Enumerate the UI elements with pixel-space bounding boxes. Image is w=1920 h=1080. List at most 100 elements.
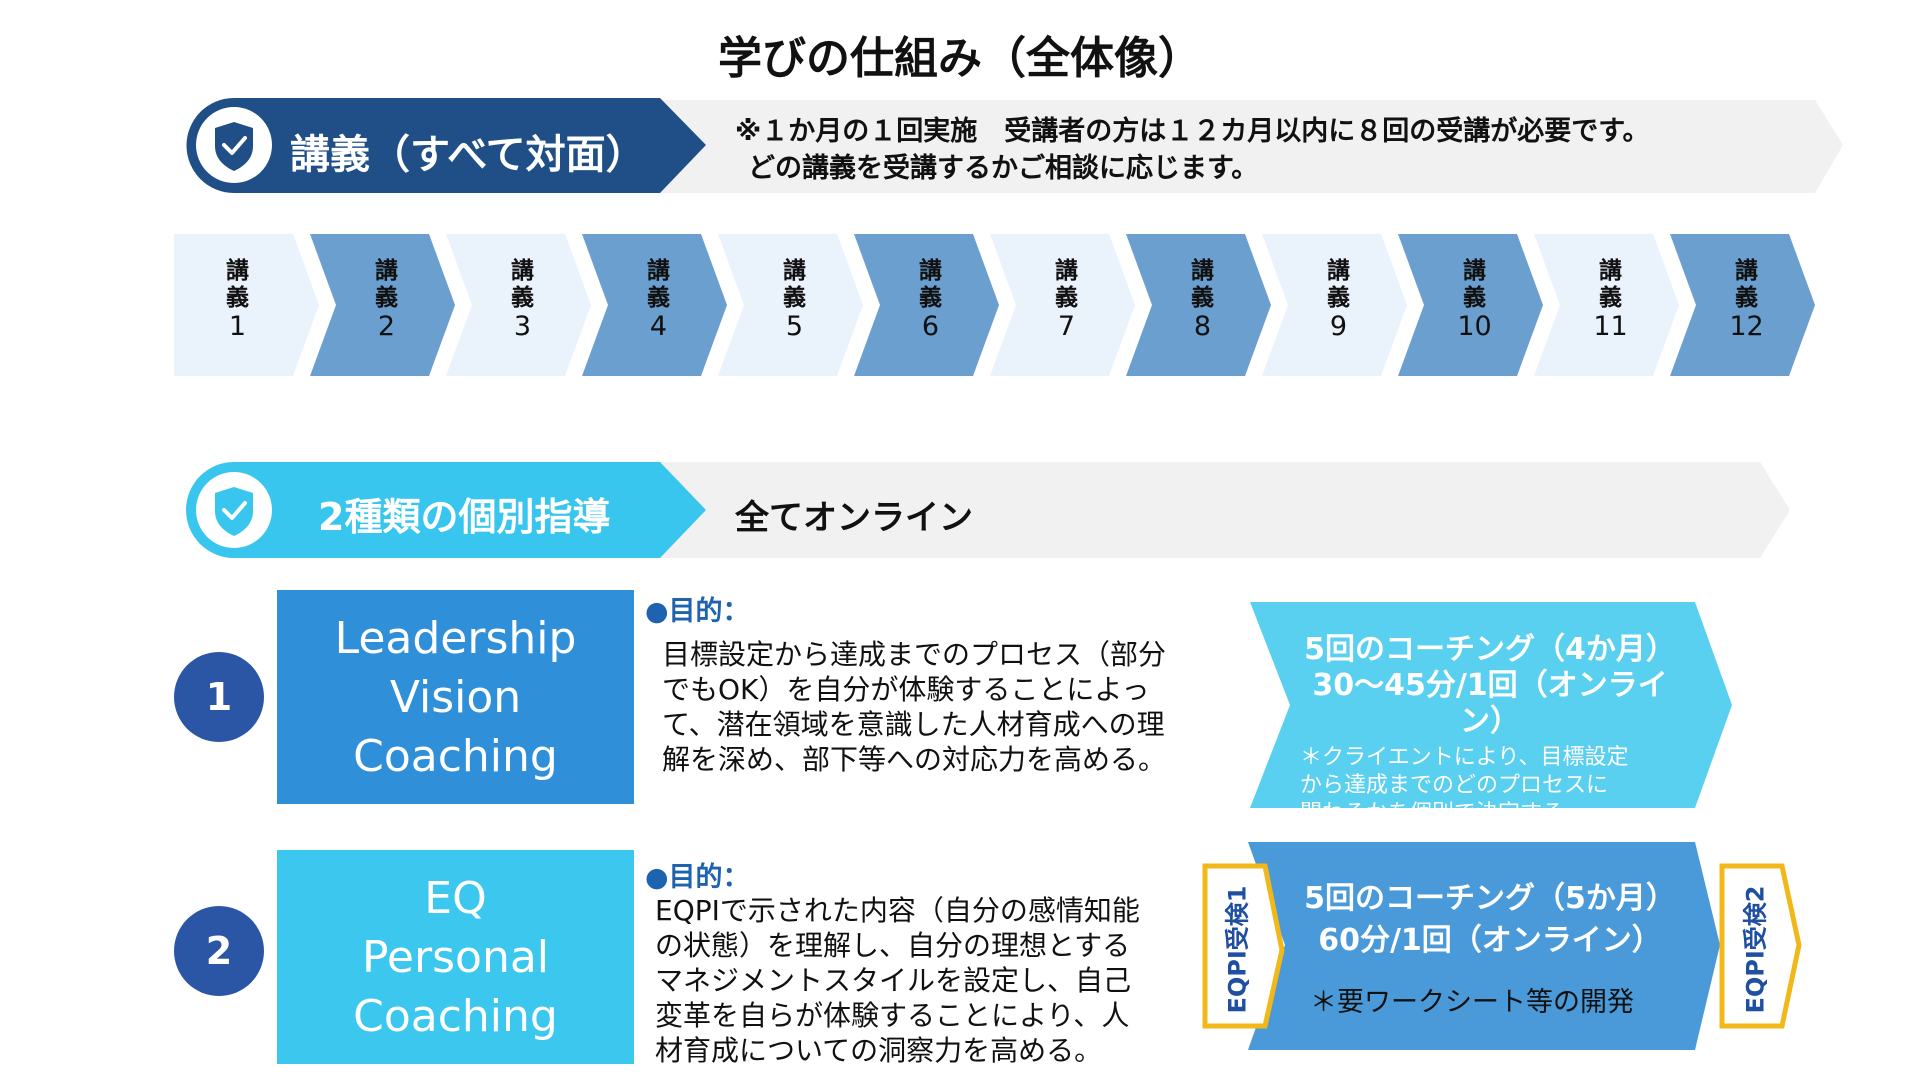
lecture-chevron — [1126, 234, 1271, 376]
program2-purpose-line: 変革を自らが体験することにより、人 — [655, 999, 1130, 1032]
lecture-chevron — [718, 234, 863, 376]
program1-arrow-sub: から達成までのどのプロセスに — [1300, 773, 1609, 798]
program2-purpose: EQPIで示された内容（自分の感情知能 の状態）を理解し、自分の理想とする マネ… — [655, 893, 1140, 1068]
lecture-kanji: 義 — [1599, 285, 1622, 311]
lecture-kanji: 講 — [375, 258, 398, 284]
lecture-kanji: 講 — [647, 258, 670, 284]
program1-name-box: Leadership Vision Coaching — [277, 590, 634, 804]
program2-purpose-heading: ●目的： — [645, 862, 750, 893]
lecture-chevron — [1670, 234, 1815, 376]
program2-name-line: Coaching — [353, 990, 558, 1042]
program1-arrow-sub: 関わるかを個別で決定する — [1300, 801, 1565, 826]
lecture-number: 8 — [1193, 311, 1212, 342]
program2-name-line: EQ — [424, 872, 487, 924]
program1-purpose-line: て、潜在領域を意識した人材育成への理 — [662, 708, 1165, 741]
program2-arrow — [1248, 842, 1720, 1050]
lecture-number: 6 — [921, 311, 940, 342]
lecture-kanji: 講 — [511, 258, 534, 284]
lecture-number: 5 — [785, 311, 804, 342]
lecture-chevron — [990, 234, 1135, 376]
lecture-kanji: 義 — [1055, 285, 1078, 311]
eqpi2-marker — [1719, 863, 1802, 1029]
coaching-note: 全てオンライン — [735, 498, 973, 538]
lecture-kanji: 講 — [1327, 258, 1350, 284]
eqpi1-marker — [1202, 863, 1285, 1029]
lecture-number: 12 — [1729, 311, 1764, 342]
lecture-chevron — [582, 234, 727, 376]
lecture-kanji: 義 — [647, 285, 670, 311]
lecture-pill — [186, 98, 706, 193]
program1-name-line: Coaching — [353, 730, 558, 782]
program1-purpose-line: 目標設定から達成までのプロセス（部分 — [662, 638, 1167, 671]
program2-number: 2 — [174, 906, 264, 996]
lecture-chevron — [310, 234, 455, 376]
eqpi2-label: EQPI受検2 — [1741, 885, 1770, 1014]
eqpi1-label: EQPI受検1 — [1223, 885, 1252, 1014]
lecture-kanji: 義 — [919, 285, 942, 311]
coaching-note-band — [560, 462, 1790, 558]
lecture-number: 7 — [1057, 311, 1076, 342]
lecture-number: 3 — [513, 311, 532, 342]
program1-number: 1 — [174, 652, 264, 742]
lecture-kanji: 義 — [375, 285, 398, 311]
lecture-kanji: 義 — [226, 285, 249, 311]
lecture-kanji: 義 — [1735, 285, 1758, 311]
lecture-section-label: 講義（すべて対面） — [290, 132, 646, 178]
check-mark — [222, 501, 247, 520]
lecture-kanji: 講 — [226, 258, 249, 284]
program1-arrow-heading: 5回のコーチング（4か月） — [1304, 632, 1676, 667]
lecture-number: 10 — [1457, 311, 1492, 342]
program1-name-line: Leadership — [334, 612, 577, 664]
lecture-kanji: 義 — [1327, 285, 1350, 311]
coaching-section-label: 2種類の個別指導 — [318, 495, 611, 539]
check-mark — [222, 136, 247, 155]
lecture-kanji: 講 — [1735, 258, 1758, 284]
lecture-kanji: 義 — [1191, 285, 1214, 311]
program2-purpose-line: EQPIで示された内容（自分の感情知能 — [655, 894, 1140, 927]
program1-arrow-sub: ＊クライエントにより、目標設定 — [1300, 745, 1629, 770]
page-title: 学びの仕組み（全体像） — [718, 33, 1202, 84]
lecture-number: 4 — [649, 311, 668, 342]
lecture-chevron — [1262, 234, 1407, 376]
lecture-kanji: 講 — [1191, 258, 1214, 284]
program1-purpose-line: でもOK）を自分が体験することによっ — [662, 673, 1150, 706]
lecture-number: 9 — [1329, 311, 1348, 342]
program2-purpose-line: の状態）を理解し、自分の理想とする — [655, 929, 1131, 962]
program2-name-line: Personal — [361, 931, 550, 983]
program2-arrow-note: ＊要ワークシート等の開発 — [1310, 987, 1634, 1018]
lecture-number: 1 — [228, 311, 247, 342]
shield-check-icon — [215, 487, 253, 536]
program1-arrow-heading: 30～45分/1回（オンライン） — [1312, 668, 1668, 739]
lecture-chevron — [446, 234, 591, 376]
lecture-chevron — [174, 234, 319, 376]
lecture-number: 2 — [377, 311, 396, 342]
program2-purpose-line: 材育成についての洞察力を高める。 — [655, 1034, 1103, 1067]
shield-check-icon — [215, 122, 253, 171]
lecture-note-line1: ※１か月の１回実施 受講者の方は１２カ月以内に８回の受講が必要です。 — [735, 116, 1650, 147]
lecture-kanji: 義 — [783, 285, 806, 311]
lecture-chevron — [1398, 234, 1543, 376]
program1-purpose: 目標設定から達成までのプロセス（部分 でもOK）を自分が体験することによっ て、… — [662, 637, 1166, 777]
lecture-chevrons — [174, 234, 1815, 376]
lecture-chevron — [854, 234, 999, 376]
lecture-kanji: 義 — [511, 285, 534, 311]
program2-arrow-heading: 5回のコーチング（5か月） — [1304, 881, 1676, 916]
lecture-kanji: 講 — [1599, 258, 1622, 284]
coaching-pill — [186, 462, 706, 558]
lecture-chevron — [1534, 234, 1679, 376]
program2-purpose-line: マネジメントスタイルを設定し、自己 — [655, 964, 1132, 997]
lecture-kanji: 講 — [783, 258, 806, 284]
lecture-kanji: 講 — [919, 258, 942, 284]
